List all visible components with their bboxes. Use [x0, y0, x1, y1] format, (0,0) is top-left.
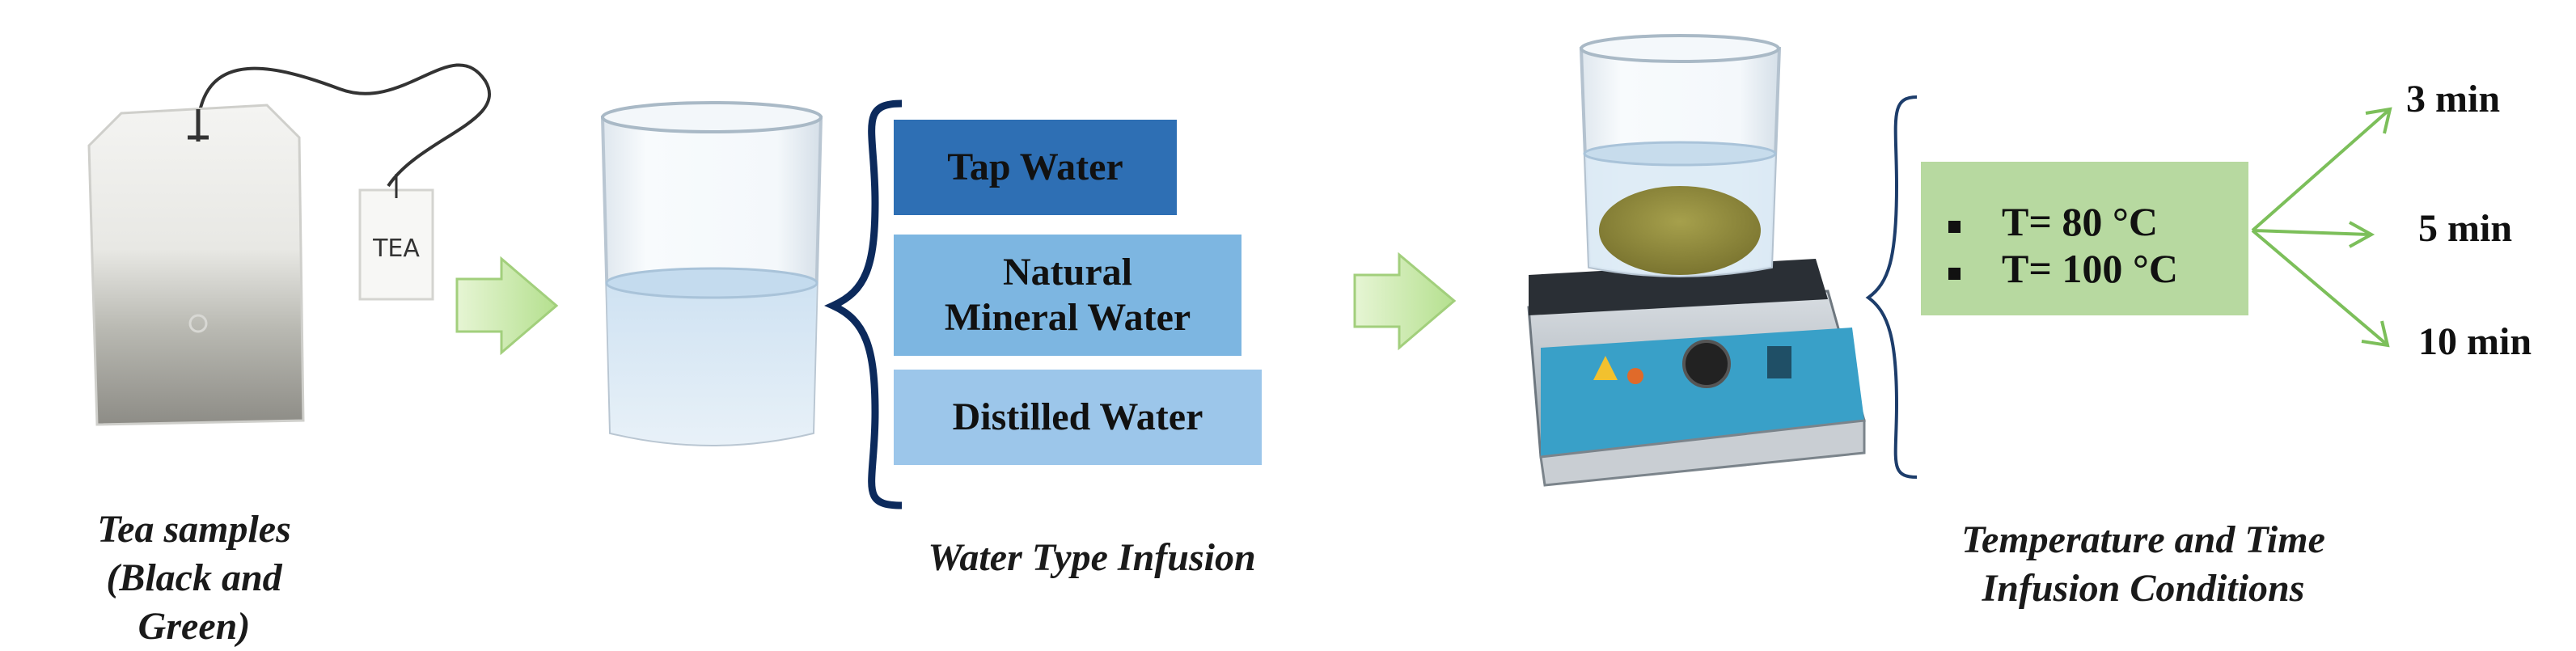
caption-water-type: Water Type Infusion — [928, 536, 1256, 579]
caption-conditions: Temperature and Time Infusion Conditions — [1893, 516, 2394, 613]
tea-tag — [358, 188, 434, 301]
tea-bag-string — [197, 63, 492, 188]
conditions-brace — [1865, 95, 1918, 479]
time-arrows — [2251, 107, 2392, 348]
water-type-mineral-line2: Mineral Water — [944, 296, 1191, 339]
temperature-80: T= 80 °C — [2002, 199, 2158, 244]
time-3-min: 3 min — [2406, 78, 2501, 120]
water-type-mineral-line1: Natural — [1003, 251, 1132, 294]
magnetic-stirrer — [1527, 259, 1866, 487]
time-10-min: 10 min — [2418, 320, 2532, 363]
temperature-conditions-box: T= 80 °C T= 100 °C — [1921, 162, 2248, 315]
water-type-tap-label: Tap Water — [947, 146, 1123, 188]
tea-bag-body — [87, 104, 305, 426]
water-type-distilled: Distilled Water — [894, 370, 1262, 465]
bullet-icon — [1948, 221, 1961, 233]
caption-conditions-line2: Infusion Conditions — [1982, 567, 2305, 610]
water-type-tap: Tap Water — [894, 120, 1177, 215]
water-type-distilled-label: Distilled Water — [952, 395, 1203, 438]
bullet-icon — [1948, 268, 1961, 280]
time-5-min: 5 min — [2418, 207, 2513, 250]
flow-arrow-2 — [1353, 252, 1457, 351]
caption-tea-samples: Tea samples (Black and Green) — [49, 505, 340, 651]
stirrer-beaker — [1579, 34, 1782, 277]
temperature-100: T= 100 °C — [2002, 246, 2178, 291]
tea-tag-label: TEA — [373, 235, 420, 263]
caption-tea-line1: Tea samples — [97, 508, 291, 551]
caption-conditions-line1: Temperature and Time — [1961, 518, 2325, 561]
flow-arrow-1 — [455, 256, 559, 356]
water-type-natural-mineral: Natural Mineral Water — [894, 235, 1241, 356]
tea-powder — [1599, 186, 1761, 275]
tea-bag-illustration — [87, 63, 492, 426]
water-type-brace — [824, 99, 903, 509]
caption-tea-line2: (Black and Green) — [106, 556, 282, 648]
water-beaker — [600, 101, 823, 446]
